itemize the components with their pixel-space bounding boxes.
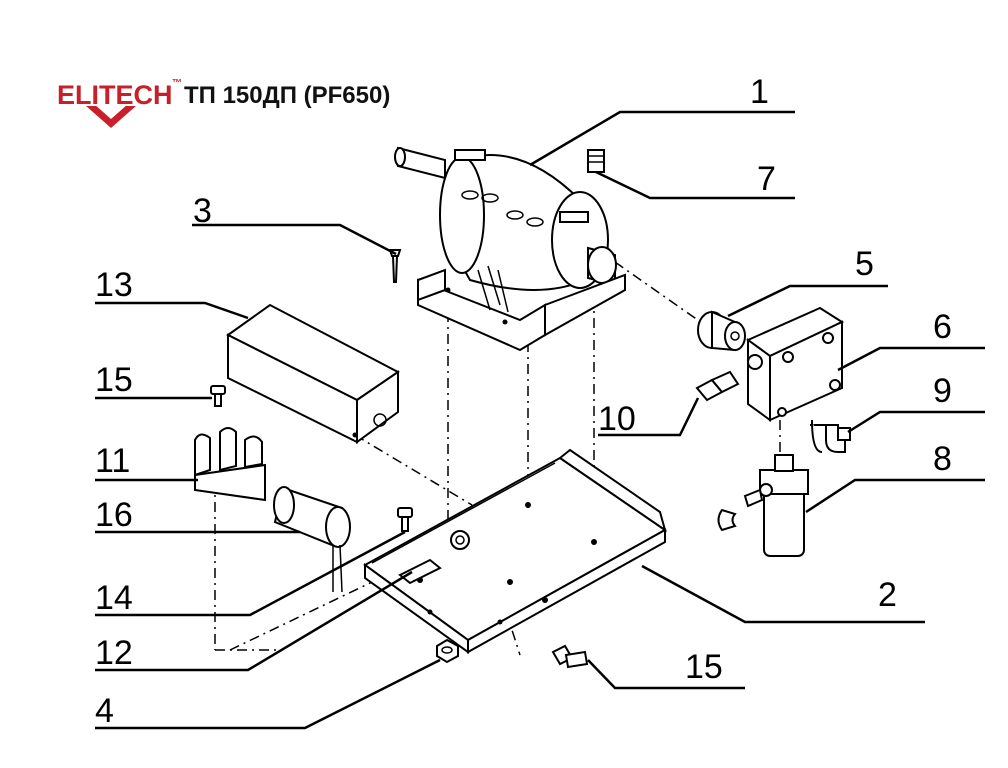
part-terminal-screw [397,507,413,532]
part-capacitor [273,486,351,593]
callout-9: 9 [933,372,952,410]
callout-7: 7 [757,160,776,198]
callout-14: 14 [95,579,133,617]
part-pump [746,306,845,422]
part-nozzle-fitting [695,370,740,402]
model-title: ТП 150ДП (PF650) [184,82,390,109]
callout-labels: 1 7 3 5 13 6 15 9 10 11 8 16 2 14 12 15 … [95,73,952,730]
part-control-box-cover [226,303,400,444]
leader-lines [95,110,985,730]
part-plug [587,149,605,173]
callout-6: 6 [933,308,952,346]
callout-10: 10 [598,400,636,438]
part-elbow [810,419,851,453]
part-nut [436,638,459,664]
logo-trademark: ™ [172,78,182,89]
callout-12: 12 [95,634,133,672]
callout-11: 11 [95,442,130,480]
callout-15-upper: 15 [95,361,133,399]
part-coupling [697,310,746,352]
part-filter [717,454,809,557]
part-mount-bolt [551,644,589,669]
callout-15-lower: 15 [685,648,723,686]
part-cover-screw [210,385,226,407]
callout-16: 16 [95,496,133,534]
logo-brand-name: ELITECH [57,80,173,110]
callout-2: 2 [878,576,897,614]
part-base-plate [363,448,667,654]
part-capacitor-bracket [194,427,266,502]
callout-8: 8 [933,440,952,478]
part-motor [394,146,626,352]
callout-13: 13 [95,266,133,304]
callout-1: 1 [750,73,769,111]
callout-3: 3 [193,192,212,230]
callout-5: 5 [855,245,874,283]
callout-4: 4 [95,692,114,730]
elitech-logo: ELITECH ™ [56,78,182,128]
